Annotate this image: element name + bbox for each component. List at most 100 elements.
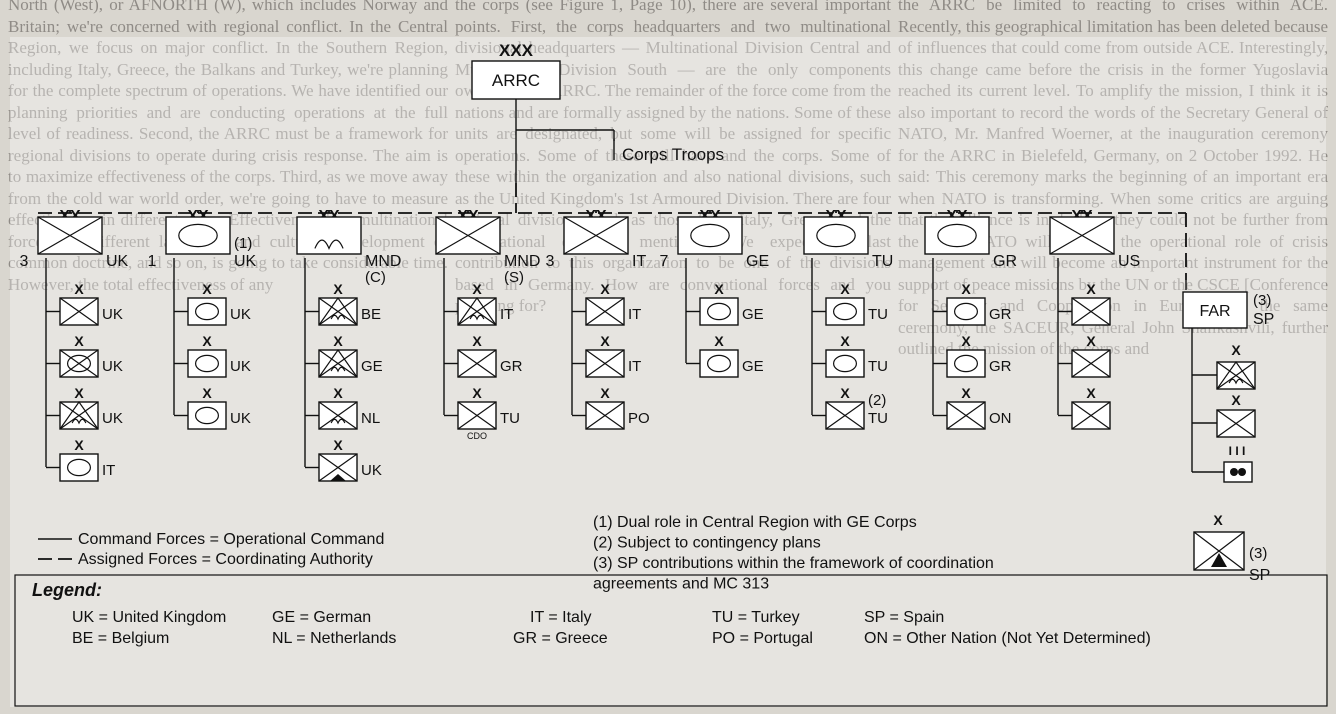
footnote: (1) Dual role in Central Region with GE … — [593, 514, 917, 531]
unit-box — [187, 297, 227, 326]
infantry-cross — [1193, 531, 1245, 571]
division-box — [435, 216, 501, 255]
mountain-symbol — [330, 474, 346, 481]
unit-box — [946, 349, 986, 378]
article-column-1: North (West), or AFNORTH (W), which incl… — [8, 0, 448, 714]
brigade-nation: GE — [742, 358, 764, 375]
division-nation: GE — [746, 253, 769, 270]
legend-entry: IT = Italy — [530, 609, 592, 626]
brigade-box — [585, 297, 625, 326]
brigade-box — [1071, 349, 1111, 378]
command-line-key: Command Forces = Operational Command — [78, 531, 384, 548]
brigade-nation: BE — [361, 306, 381, 323]
division-nation: IT — [632, 253, 646, 270]
legend-entry: TU = Turkey — [712, 609, 800, 626]
infantry-cross — [1071, 297, 1111, 326]
brigade-echelon: X — [961, 385, 971, 401]
legend-entry: ON = Other Nation (Not Yet Determined) — [864, 630, 1151, 647]
article-column-2: the corps (see Figure 1, Page 10), there… — [455, 0, 891, 714]
division-box — [37, 216, 103, 255]
brigade-nation: TU — [868, 306, 888, 323]
brigade-echelon: X — [600, 333, 610, 349]
infantry-cross — [585, 297, 625, 326]
brigade-nation: PO — [628, 410, 650, 427]
brigade-box — [59, 349, 99, 378]
corps-name: ARRC — [492, 71, 540, 90]
brigade-box — [59, 400, 99, 430]
brigade-echelon: X — [961, 333, 971, 349]
brigade-echelon: X — [840, 385, 850, 401]
brigade-echelon: X — [333, 333, 343, 349]
brigade-echelon: X — [1086, 385, 1096, 401]
far-label: FAR — [1199, 303, 1230, 320]
unit-box — [946, 297, 986, 326]
brigade-box — [585, 401, 625, 430]
airborne-symbol — [469, 314, 485, 321]
division-nation: MND — [365, 253, 401, 270]
legend-entry: GE = German — [272, 609, 371, 626]
infantry-cross — [1049, 216, 1115, 255]
far-brigade-echelon: X — [1231, 342, 1241, 358]
far-brigade-box — [1216, 360, 1256, 390]
division-box — [563, 216, 629, 255]
division-nation: US — [1118, 253, 1140, 270]
division-number: 1 — [148, 253, 157, 270]
legend-box — [14, 574, 1328, 707]
infantry-cross — [318, 453, 358, 482]
brigade-box — [318, 453, 358, 482]
division-note: (1) — [234, 235, 252, 252]
airborne-symbol — [1228, 378, 1244, 385]
infantry-cross — [825, 401, 865, 430]
far-brigade-echelon: X — [1231, 392, 1241, 408]
division-nation: UK — [106, 253, 129, 270]
legend-entry: PO = Portugal — [712, 630, 813, 647]
brigade-box — [946, 401, 986, 430]
infantry-cross — [318, 297, 358, 326]
division-nation: UK — [234, 253, 257, 270]
armor-symbol — [816, 223, 856, 248]
brigade-echelon: X — [333, 281, 343, 297]
infantry-cross — [318, 349, 358, 378]
unit-box — [187, 401, 227, 430]
division-nation: TU — [872, 253, 893, 270]
air-symbol — [318, 296, 358, 326]
brigade-box — [457, 349, 497, 378]
article-paragraph: North (West), or AFNORTH (W), which incl… — [8, 0, 448, 294]
brigade-echelon: X — [714, 281, 724, 297]
airborne-symbol — [71, 418, 87, 425]
air-symbol — [59, 400, 99, 430]
brigade-echelon: X — [961, 281, 971, 297]
unit-box — [699, 297, 739, 326]
division-box — [924, 216, 990, 255]
unit-box — [803, 216, 869, 255]
division-box — [296, 216, 362, 255]
unit-box — [825, 349, 865, 378]
brigade-nation: IT — [500, 306, 513, 323]
legend-entry: UK = United Kingdom — [72, 609, 226, 626]
division-box — [803, 216, 869, 255]
brigade-nation: IT — [628, 306, 641, 323]
sp-echelon-mark: X — [1213, 512, 1223, 528]
brigade-nation: UK — [102, 358, 123, 375]
legend-title: Legend: — [32, 580, 102, 600]
infantry-cross — [563, 216, 629, 255]
brigade-box — [585, 349, 625, 378]
brigade-box — [1071, 297, 1111, 326]
armor-symbol — [66, 458, 91, 477]
unit-box — [165, 216, 231, 255]
brigade-echelon: X — [600, 385, 610, 401]
brigade-nation: GE — [361, 358, 383, 375]
brigade-box — [946, 297, 986, 326]
brigade-echelon: X — [74, 385, 84, 401]
brigade-echelon: X — [202, 385, 212, 401]
infantry-cross — [1071, 401, 1111, 430]
brigade-box — [699, 349, 739, 378]
brigade-nation: ON — [989, 410, 1012, 427]
footnote: agreements and MC 313 — [593, 576, 769, 593]
brigade-nation: GR — [989, 306, 1012, 323]
division-subname: (S) — [504, 269, 524, 286]
unit-box — [825, 297, 865, 326]
